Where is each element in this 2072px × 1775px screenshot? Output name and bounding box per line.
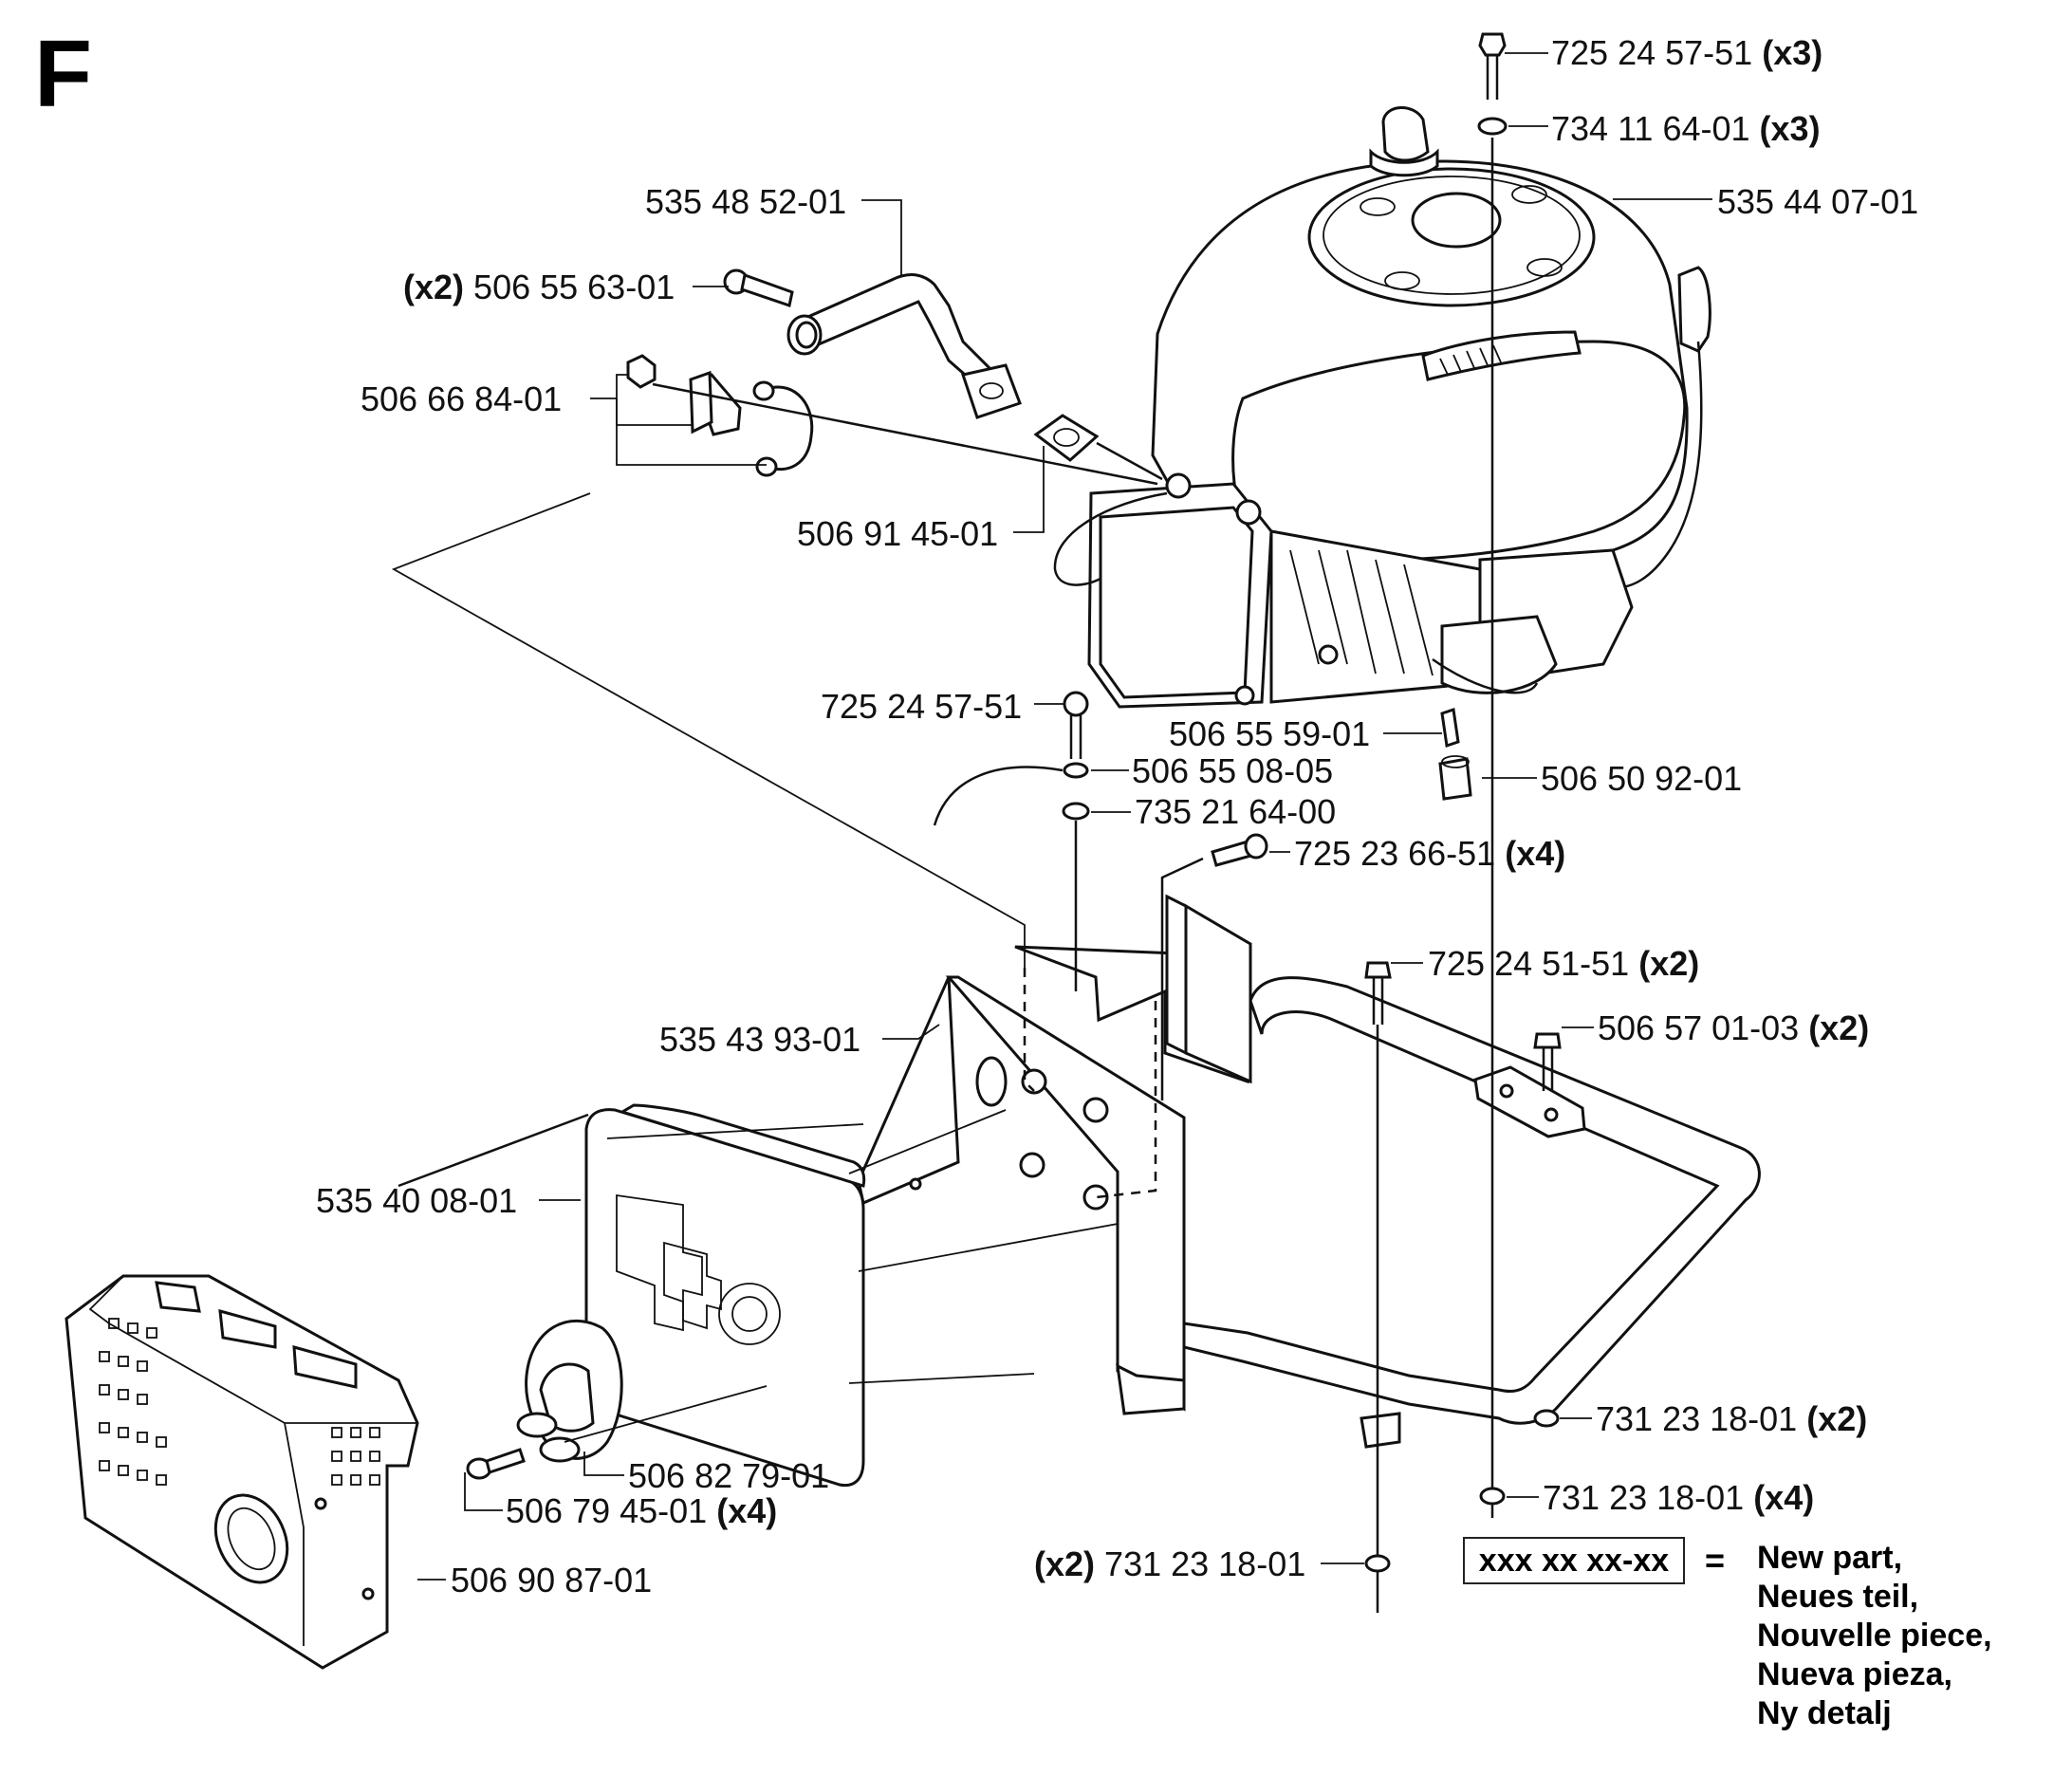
label-bolt-top: 725 24 57-51 (x3) [1551,36,1822,70]
part-number: 725 24 51-51 [1428,944,1630,983]
part-number: 725 23 66-51 [1294,834,1496,873]
legend-new-part-text: New part, Neues teil, Nouvelle piece, Nu… [1757,1539,1992,1733]
part-number: 731 23 18-01 [1104,1544,1306,1583]
part-number: 506 50 92-01 [1541,759,1743,798]
label-exhaust-pipe: 535 48 52-01 [645,185,846,219]
label-frame-bolt-2: 506 57 01-03 (x2) [1598,1011,1869,1045]
quantity: (x2) [1034,1544,1096,1583]
quantity: (x4) [1753,1478,1815,1517]
label-bracket-bolt: 725 23 66-51 (x4) [1294,837,1565,871]
part-number: 535 43 93-01 [659,1020,861,1059]
exhaust-pipe-illustration [786,273,1022,419]
hardware-illustrations [398,32,1562,1613]
part-number: 506 91 45-01 [797,514,999,553]
leader-lines [417,52,1712,1581]
part-number: 535 40 08-01 [316,1181,518,1220]
quantity: (x2) [403,268,465,306]
quantity: (x2) [1638,944,1700,983]
label-guard: 506 90 87-01 [451,1563,652,1598]
label-bracket: 535 43 93-01 [659,1023,860,1057]
label-pipe-screw: (x2) 506 55 63-01 [403,270,675,305]
deflector-illustration [516,1319,768,1463]
part-number: 734 11 64-01 [1551,109,1750,148]
label-key: 506 55 59-01 [1169,717,1370,751]
frame-illustration [1182,976,1761,1449]
label-engine: 535 44 07-01 [1717,185,1918,219]
label-engine-nut: 731 23 18-01 (x4) [1543,1481,1814,1515]
label-lock-washer: 735 21 64-00 [1135,795,1336,829]
gasket-illustration [1033,414,1163,481]
label-muffler: 535 40 08-01 [316,1184,517,1218]
guard-vent-grid [99,1318,380,1486]
legend-line: New part, [1757,1540,1903,1576]
part-number: 506 90 87-01 [451,1561,653,1599]
legend-line: Nueva pieza, [1757,1656,1952,1692]
label-ground-washer: 506 55 08-05 [1132,754,1333,788]
quantity: (x4) [1505,834,1566,873]
quantity: (x3) [1759,109,1821,148]
label-ground-bolt: 725 24 57-51 [821,690,1022,724]
part-number: 506 79 45-01 [506,1491,708,1530]
label-spacer: 506 50 92-01 [1541,762,1742,796]
alignment-lines [391,492,1026,968]
label-deflector: 506 82 79-01 [628,1459,829,1493]
quantity: (x2) [1808,1008,1870,1047]
part-number: 731 23 18-01 [1596,1399,1798,1438]
quantity: (x2) [1806,1399,1868,1438]
part-number: 535 44 07-01 [1717,182,1919,221]
part-number: 725 24 57-51 [1551,33,1753,72]
section-letter: F [34,21,93,127]
part-number: 735 21 64-00 [1135,792,1337,831]
legend-line: Neues teil, [1757,1579,1919,1615]
quantity: (x4) [716,1491,778,1530]
legend-line: Nouvelle piece, [1757,1618,1992,1654]
clamp-illustration [626,354,1158,486]
legend-new-part-box: xxx xx xx-xx [1463,1537,1685,1584]
label-clamp: 506 66 84-01 [361,382,562,416]
pipe-screw-illustration [723,268,794,307]
label-bottom-nut: (x2) 731 23 18-01 [1034,1547,1305,1581]
part-number: 506 82 79-01 [628,1456,830,1495]
label-frame-nut: 731 23 18-01 (x2) [1596,1402,1867,1436]
part-number: 506 55 59-01 [1169,714,1371,753]
part-number: 506 55 08-05 [1132,751,1334,790]
part-number: 731 23 18-01 [1543,1478,1745,1517]
part-number: 506 66 84-01 [361,379,563,418]
bracket-illustration [857,894,1252,1415]
part-number: 535 48 52-01 [645,182,847,221]
muffler-vent-holes [718,1283,781,1345]
part-number: 725 24 57-51 [821,687,1023,726]
label-washer-top: 734 11 64-01 (x3) [1551,112,1821,146]
part-number: 506 57 01-03 [1598,1008,1800,1047]
quantity: (x3) [1762,33,1823,72]
label-frame-bolt: 725 24 51-51 (x2) [1428,947,1699,981]
guard-illustration [65,1274,419,1670]
legend-line: Ny detalj [1757,1695,1892,1731]
label-guard-screw: 506 79 45-01 (x4) [506,1494,777,1528]
part-number: 506 55 63-01 [473,268,675,306]
engine-illustration [1053,106,1711,709]
label-gasket: 506 91 45-01 [797,517,998,551]
legend-equals: = [1705,1541,1726,1580]
